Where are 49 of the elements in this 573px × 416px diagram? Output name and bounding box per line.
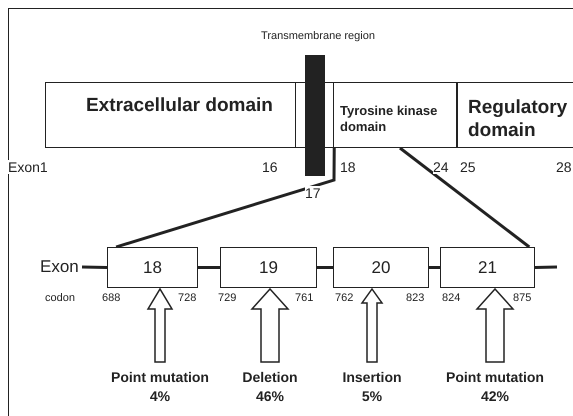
domain-segment-box <box>324 82 334 148</box>
codon-number: 729 <box>218 293 236 304</box>
exon-number: 17 <box>305 186 321 200</box>
backbone-line <box>198 266 220 269</box>
exon-number: 28 <box>556 160 572 174</box>
codon-number: 762 <box>335 293 354 304</box>
mutation-type-label: Insertion <box>341 370 403 384</box>
row-label: codon <box>45 293 75 304</box>
percentage-label: 4% <box>148 389 172 403</box>
percentage-label: 46% <box>254 389 286 403</box>
exon-box: 19 <box>220 247 317 288</box>
backbone-line <box>429 266 440 269</box>
backbone-line <box>82 266 108 269</box>
exon-number: 24 <box>433 160 449 174</box>
percentage-label: 42% <box>480 389 510 403</box>
hollow-arrow <box>475 288 515 363</box>
codon-number: 875 <box>513 293 532 304</box>
codon-number: 823 <box>406 293 424 304</box>
domain-label: Tyrosine kinase domain <box>339 102 438 134</box>
domain-label: Extracellular domain <box>85 94 274 118</box>
exon-label: Exon1 <box>8 160 48 174</box>
hollow-arrow <box>146 288 174 363</box>
mutation-type-label: Point mutation <box>110 370 210 384</box>
exon-box: 18 <box>107 247 198 288</box>
hollow-arrow <box>360 288 384 363</box>
mutation-type-label: Point mutation <box>445 370 545 384</box>
zoom-line <box>399 146 530 248</box>
codon-number: 728 <box>178 293 196 304</box>
codon-number: 824 <box>442 293 460 304</box>
exon-label: Exon <box>40 257 82 277</box>
exon-number: 16 <box>262 160 278 174</box>
codon-number: 761 <box>295 293 314 304</box>
backbone-line <box>534 266 558 269</box>
codon-number: 688 <box>102 293 120 304</box>
domain-box <box>45 82 296 148</box>
exon-number: 25 <box>460 160 476 174</box>
backbone-line <box>317 266 333 269</box>
exon-box: 20 <box>333 247 429 288</box>
percentage-label: 5% <box>360 389 384 403</box>
region-heading: Transmembrane region <box>260 31 376 42</box>
hollow-arrow <box>250 288 290 363</box>
domain-label: Regulatory domain <box>467 96 568 143</box>
domain-box <box>333 82 457 148</box>
domain-box <box>457 82 573 148</box>
exon-box: 21 <box>440 247 535 288</box>
exon-number: 18 <box>340 160 356 174</box>
domain-segment-box <box>295 82 306 148</box>
mutation-type-label: Deletion <box>241 370 299 384</box>
zoom-line <box>116 148 336 248</box>
